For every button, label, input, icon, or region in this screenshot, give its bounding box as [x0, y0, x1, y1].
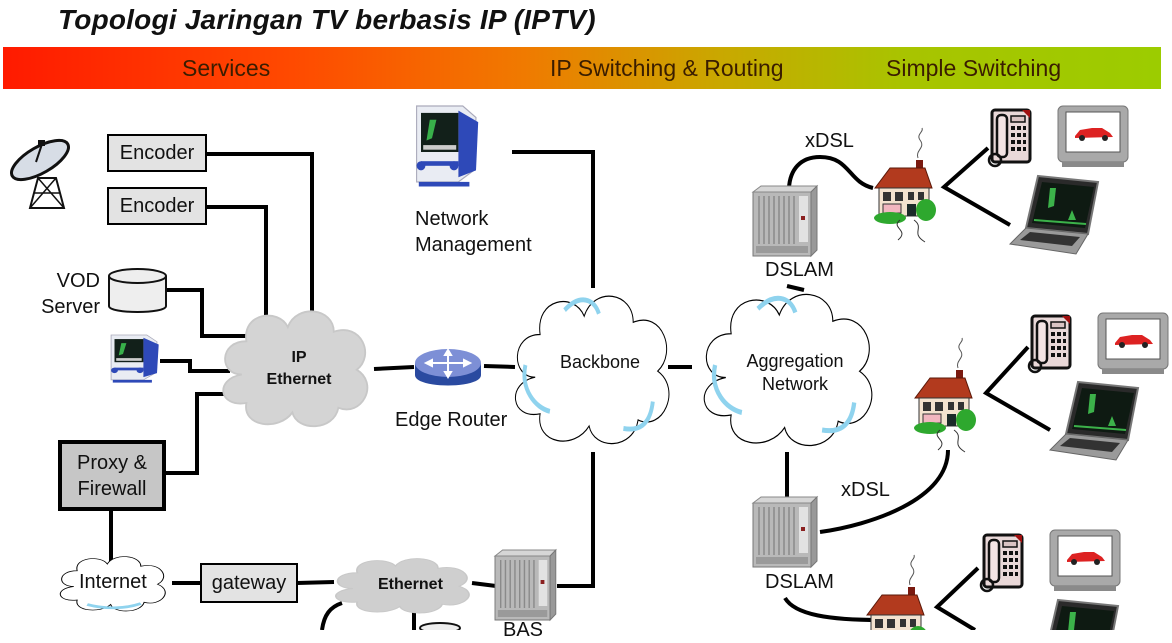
tv-icon [1057, 105, 1129, 168]
dslam-1-label: DSLAM [765, 259, 834, 281]
dslam-1-icon[interactable] [752, 185, 818, 257]
diagram-title: Topologi Jaringan TV berbasis IP (IPTV) [58, 4, 596, 35]
vod-database-icon[interactable] [108, 268, 167, 313]
aggregation-cloud[interactable] [703, 293, 873, 447]
edge-router-label: Edge Router [395, 409, 508, 431]
home-2-icon [913, 337, 977, 453]
vod-label-line2: Server [41, 296, 100, 318]
link-gateway-ethernet [296, 580, 335, 585]
workstation-icon[interactable] [110, 334, 160, 384]
dslam-2-label: DSLAM [765, 571, 834, 593]
topology-diagram [10, 105, 1169, 630]
link-home2-devices [982, 345, 1052, 432]
internet-cloud[interactable] [59, 556, 166, 612]
link-backbone-bas [557, 452, 595, 588]
backbone-cloud[interactable] [514, 295, 670, 445]
tv-icon [1097, 312, 1169, 375]
laptop-icon [1009, 175, 1099, 255]
link-encoder1-ipethernet [206, 152, 314, 312]
layer-band: Services IP Switching & Routing Simple S… [3, 47, 1161, 89]
phone-icon [979, 533, 1024, 593]
proxy-firewall-label-line2: Firewall [77, 478, 147, 500]
link-firewall-ipethernet [165, 392, 240, 475]
band-label-services: Services [182, 55, 271, 81]
band-label-ip-switching: IP Switching & Routing [550, 55, 784, 81]
home-1-icon [873, 127, 937, 243]
link-xdsl-home2 [819, 449, 950, 534]
bas-label: BAS [503, 619, 544, 641]
ethernet-label: Ethernet [378, 576, 443, 593]
phone-icon [987, 108, 1032, 168]
xdsl-1-label: xDSL [805, 130, 854, 152]
gateway-box[interactable]: gateway [200, 563, 298, 603]
link-encoder2-ipethernet [206, 205, 268, 318]
network-management-label: Network Management [415, 206, 532, 258]
edge-router-icon[interactable] [415, 348, 481, 386]
tv-icon [1049, 529, 1121, 592]
ip-ethernet-label: IP Ethernet [254, 347, 344, 391]
proxy-firewall-box[interactable]: Proxy & Firewall [58, 440, 166, 511]
ip-ethernet-label-line2: Ethernet [266, 371, 332, 388]
home-3-icon [865, 554, 929, 630]
xdsl-2-label: xDSL [841, 479, 890, 501]
dslam-2-icon[interactable] [752, 496, 818, 568]
bas-icon[interactable] [494, 549, 557, 621]
link-router-backbone [483, 364, 516, 369]
vod-server-label: VOD Server [38, 268, 100, 320]
link-ethernet-down-curve [320, 601, 343, 630]
link-xdsl-home1 [787, 154, 874, 190]
laptop-icon [1029, 599, 1119, 630]
band-label-simple-switching: Simple Switching [886, 55, 1062, 81]
vod-label-line1: VOD [56, 270, 100, 292]
laptop-icon [1049, 381, 1139, 461]
connection-lines [109, 146, 1052, 630]
link-home3-devices [933, 566, 980, 630]
link-ethernet-bas [471, 581, 497, 588]
link-vod-ipethernet [166, 288, 258, 338]
aggregation-network-label: Aggregation Network [730, 350, 860, 396]
phone-icon [1027, 314, 1072, 374]
link-workstation-ipethernet [160, 359, 230, 373]
ethernet-database-icon [419, 622, 461, 630]
aggregation-label-line2: Network [761, 374, 828, 394]
netmgmt-label-line1: Network [415, 208, 489, 230]
link-home1-devices [940, 146, 1011, 227]
backbone-label: Backbone [559, 352, 641, 372]
link-xdsl-home3 [783, 596, 881, 622]
link-ipethernet-router [373, 365, 415, 371]
link-aggregation-dslam1 [786, 284, 805, 292]
network-management-computer-icon[interactable] [416, 105, 479, 188]
ip-ethernet-label-line1: IP [291, 349, 307, 366]
link-netmgmt-backbone [512, 150, 595, 288]
internet-label: Internet [79, 571, 147, 593]
proxy-firewall-label-line1: Proxy & [76, 452, 148, 474]
netmgmt-label-line2: Management [415, 234, 532, 256]
encoder-1-box[interactable]: Encoder [107, 134, 207, 172]
aggregation-label-line1: Aggregation [746, 351, 844, 371]
satellite-dish-icon [10, 138, 70, 209]
encoder-2-box[interactable]: Encoder [107, 187, 207, 225]
